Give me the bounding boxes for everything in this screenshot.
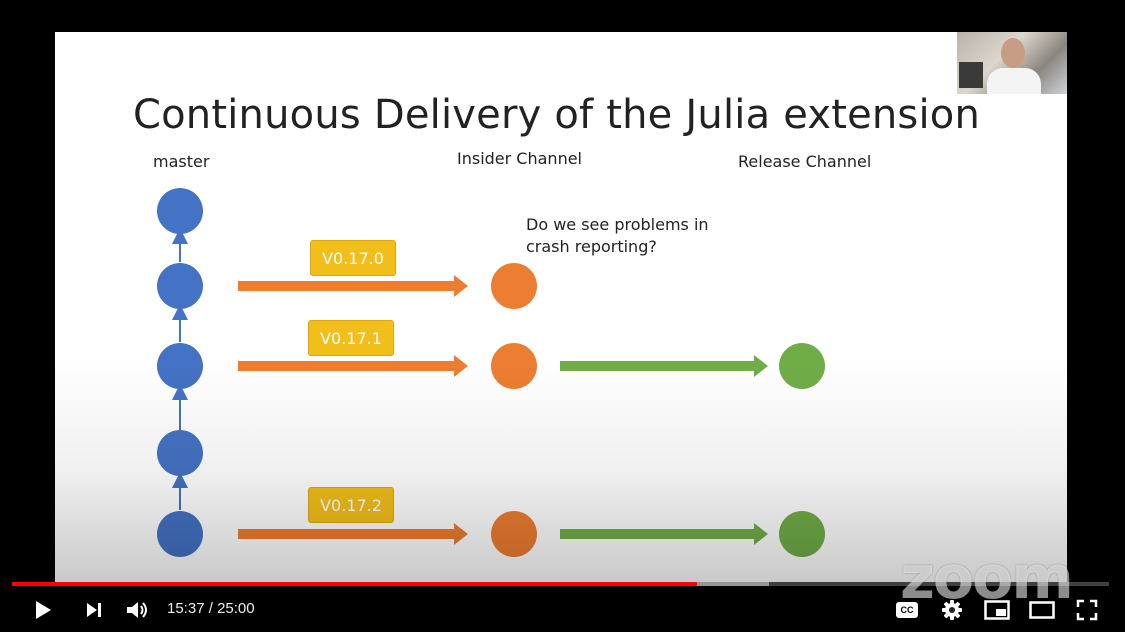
master-label: master: [153, 152, 210, 171]
captions-icon: CC: [896, 602, 918, 618]
master-commit-node: [157, 188, 203, 234]
insider-node: [491, 511, 537, 557]
progress-bar[interactable]: [12, 582, 1109, 586]
fullscreen-button[interactable]: [1070, 590, 1104, 630]
miniplayer-icon: [984, 600, 1010, 620]
gear-icon: [942, 600, 962, 620]
next-button[interactable]: [77, 590, 111, 630]
version-label: V0.17.0: [310, 240, 396, 276]
presentation-slide: Continuous Delivery of the Julia extensi…: [55, 32, 1067, 582]
volume-icon: [127, 602, 147, 618]
speaker-webcam-thumbnail: [957, 32, 1067, 94]
release-node: [779, 511, 825, 557]
insider-node: [491, 343, 537, 389]
insider-node: [491, 263, 537, 309]
fullscreen-icon: [1076, 599, 1098, 621]
insider-arrow: [238, 523, 468, 545]
release-node: [779, 343, 825, 389]
theater-button[interactable]: [1025, 590, 1059, 630]
insider-arrow: [238, 355, 468, 377]
progress-played: [12, 582, 698, 586]
version-label: V0.17.2: [308, 487, 394, 523]
time-display: 15:37 / 25:00: [167, 600, 255, 617]
pipeline-diagram: [157, 188, 825, 557]
settings-button[interactable]: [935, 590, 969, 630]
master-commit-node: [157, 263, 203, 309]
insider-arrow: [238, 275, 468, 297]
miniplayer-button[interactable]: [980, 590, 1014, 630]
master-commit-node: [157, 511, 203, 557]
captions-button[interactable]: CC: [890, 590, 924, 630]
time-separator: /: [204, 600, 218, 617]
next-icon: [87, 603, 101, 617]
release-arrow: [560, 523, 768, 545]
release-arrow: [560, 355, 768, 377]
slide-title: Continuous Delivery of the Julia extensi…: [133, 92, 981, 138]
theater-icon: [1029, 601, 1055, 619]
play-icon: [36, 601, 51, 619]
master-commit-node: [157, 343, 203, 389]
master-commit-node: [157, 430, 203, 476]
control-bar: CC: [0, 590, 1125, 632]
duration: 25:00: [217, 600, 255, 617]
volume-button[interactable]: [121, 590, 155, 630]
version-label: V0.17.1: [308, 320, 394, 356]
insider-channel-label: Insider Channel: [457, 149, 582, 168]
current-time: 15:37: [167, 600, 205, 617]
release-channel-label: Release Channel: [738, 152, 872, 171]
play-button[interactable]: [26, 590, 60, 630]
crash-reporting-note: Do we see problems in crash reporting?: [526, 215, 709, 256]
